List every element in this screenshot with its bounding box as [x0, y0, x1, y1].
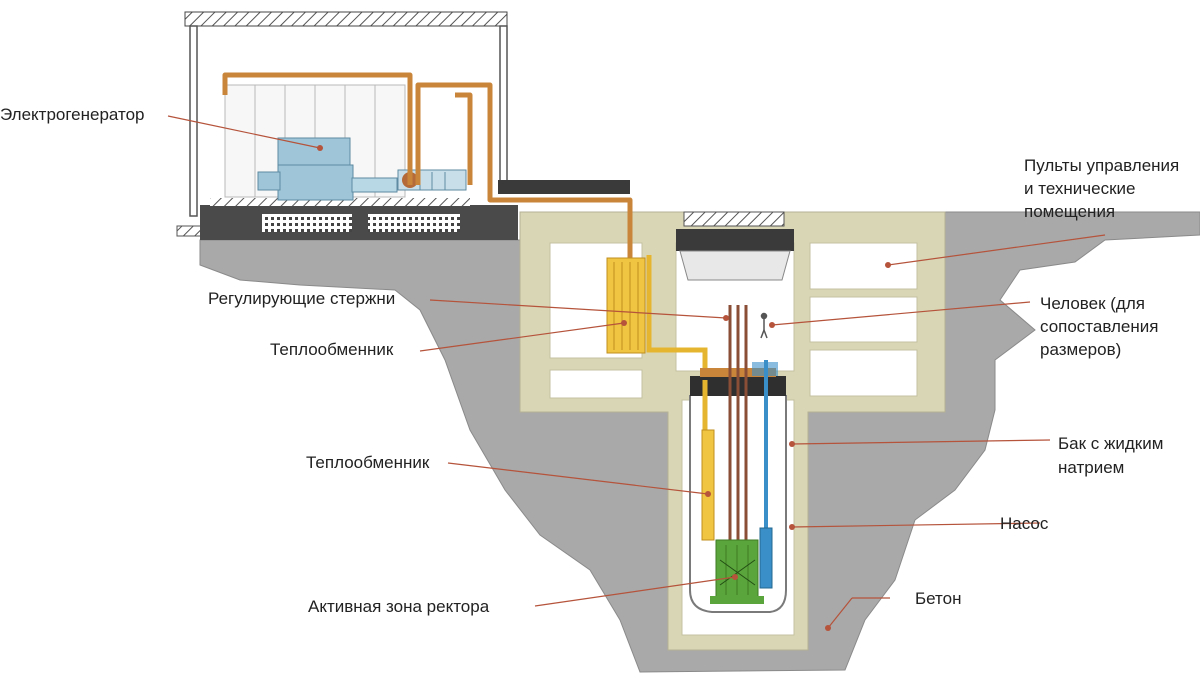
- label-control-rooms-line3: помещения: [1024, 202, 1116, 221]
- generator: [257, 137, 467, 201]
- reactor-core: [710, 539, 764, 604]
- label-control-rods: Регулирующие стержни: [208, 289, 396, 308]
- generator-slab: [200, 205, 518, 240]
- label-reactor-core: Активная зона ректора: [308, 597, 490, 616]
- label-person-line2: сопоставления: [1040, 317, 1159, 336]
- steam-pipes: [222, 72, 633, 258]
- label-pump: Насос: [1000, 514, 1049, 533]
- concrete-leader: [827, 597, 853, 629]
- label-control-rooms-line1: Пульты управления: [1024, 156, 1180, 175]
- floor-grate-left: [262, 214, 352, 232]
- generator-roof: [184, 11, 508, 27]
- hatch-cover: [683, 211, 785, 227]
- person-figure: [760, 312, 768, 339]
- floor-hatch: [176, 225, 203, 237]
- upper-heat-exchanger: [606, 255, 708, 380]
- label-sodium-tank: Бак с жидким натрием: [1058, 432, 1198, 480]
- label-control-rooms-line2: и технические: [1024, 179, 1136, 198]
- lower-heat-exchanger: [701, 380, 715, 541]
- label-heat-exchanger-lower: Теплообменник: [306, 453, 430, 472]
- leader-lines: [167, 115, 1106, 607]
- generator-wall-right: [499, 25, 508, 182]
- label-person: Человек (для сопоставления размеров): [1040, 292, 1195, 361]
- transfer-duct: [498, 180, 630, 194]
- turbine-deck: [210, 198, 470, 206]
- label-control-rooms: Пульты управления и технические помещени…: [1024, 154, 1196, 223]
- pump: [752, 360, 778, 589]
- label-sodium-tank-line1: Бак с жидким: [1058, 434, 1164, 453]
- leader-dots: [317, 145, 891, 631]
- label-heat-exchanger-upper: Теплообменник: [270, 340, 394, 359]
- label-person-line1: Человек (для: [1040, 294, 1145, 313]
- label-person-line3: размеров): [1040, 340, 1122, 359]
- floor-grate-right: [368, 214, 460, 232]
- label-concrete: Бетон: [915, 589, 962, 608]
- crane-beam: [676, 229, 794, 251]
- label-generator: Электрогенератор: [0, 105, 145, 124]
- label-sodium-tank-line2: натрием: [1058, 458, 1125, 477]
- crane-hood: [679, 250, 791, 281]
- control-rods: [728, 305, 748, 540]
